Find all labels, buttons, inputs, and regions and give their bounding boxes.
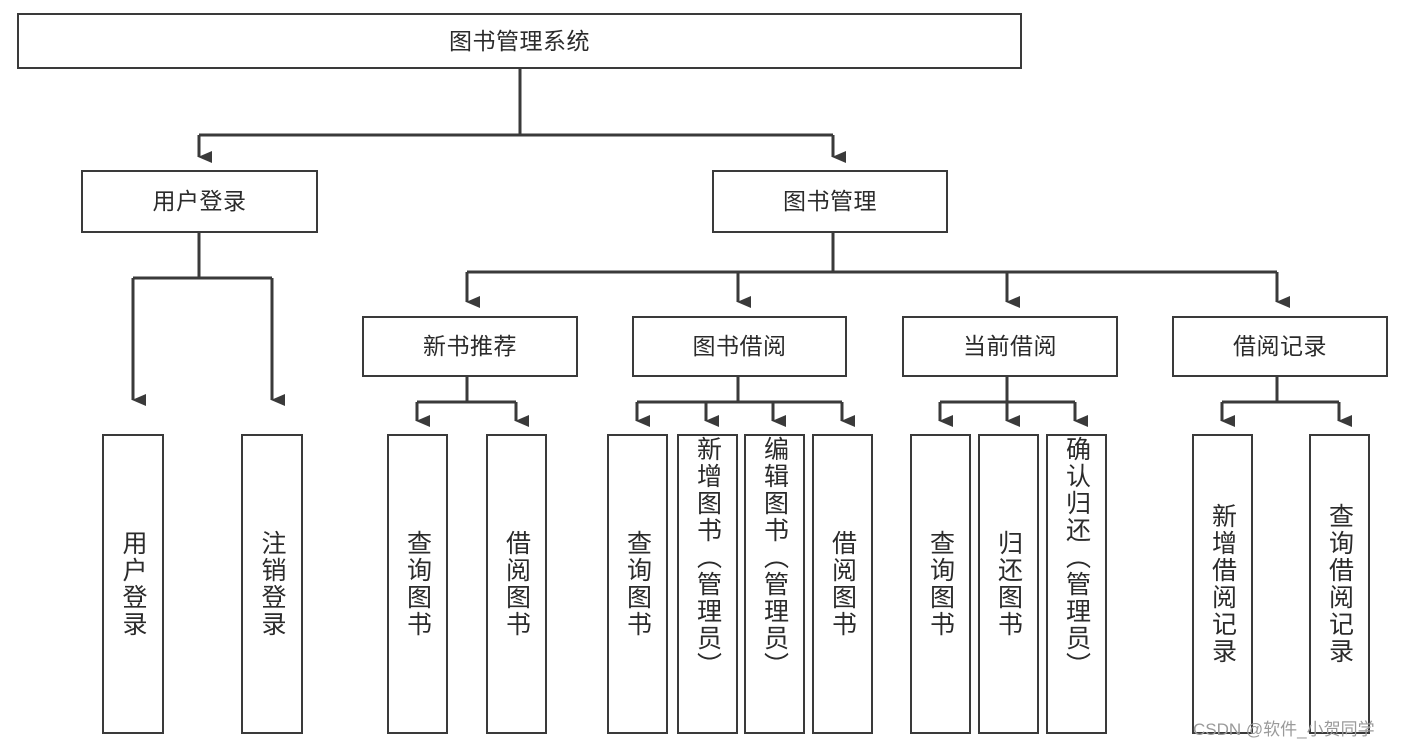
node-leaf-query-book-1[interactable]: 查询图书 <box>387 434 448 734</box>
node-leaf-query-borrow-record[interactable]: 查询借阅记录 <box>1309 434 1370 734</box>
node-leaf-query-book-3[interactable]: 查询图书 <box>910 434 971 734</box>
node-leaf-edit-book-admin-label: 编辑图书（管理员） <box>760 436 789 679</box>
node-leaf-borrow-book-2[interactable]: 借阅图书 <box>812 434 873 734</box>
csdn-watermark: CSDN @软件_小贺同学 <box>1193 720 1375 739</box>
node-leaf-return-book[interactable]: 归还图书 <box>978 434 1039 734</box>
node-root[interactable]: 图书管理系统 <box>17 13 1022 69</box>
node-new-book-recommend-label: 新书推荐 <box>423 333 517 360</box>
node-leaf-query-book-2[interactable]: 查询图书 <box>607 434 668 734</box>
node-user-login-label: 用户登录 <box>152 188 247 215</box>
node-leaf-confirm-return-admin-label: 确认归还（管理员） <box>1062 436 1091 679</box>
node-leaf-user-login-label: 用户登录 <box>119 530 147 638</box>
node-leaf-borrow-book-1-label: 借阅图书 <box>502 530 531 638</box>
node-leaf-add-borrow-record-label: 新增借阅记录 <box>1208 503 1237 665</box>
node-root-label: 图书管理系统 <box>449 27 590 54</box>
node-leaf-query-book-2-label: 查询图书 <box>623 530 652 638</box>
node-leaf-borrow-book-1[interactable]: 借阅图书 <box>486 434 547 734</box>
node-book-borrow[interactable]: 图书借阅 <box>632 316 847 377</box>
node-leaf-return-book-label: 归还图书 <box>994 530 1023 638</box>
node-leaf-user-login[interactable]: 用户登录 <box>102 434 164 734</box>
node-book-borrow-label: 图书借阅 <box>692 333 787 360</box>
node-leaf-query-borrow-record-label: 查询借阅记录 <box>1325 503 1354 665</box>
node-new-book-recommend[interactable]: 新书推荐 <box>362 316 578 377</box>
node-leaf-query-book-3-label: 查询图书 <box>926 530 955 638</box>
node-user-login[interactable]: 用户登录 <box>81 170 318 233</box>
node-leaf-logout-login-label: 注销登录 <box>258 530 286 638</box>
node-current-borrow[interactable]: 当前借阅 <box>902 316 1118 377</box>
node-leaf-edit-book-admin[interactable]: 编辑图书（管理员） <box>744 434 805 734</box>
node-leaf-confirm-return-admin[interactable]: 确认归还（管理员） <box>1046 434 1107 734</box>
node-leaf-add-book-admin[interactable]: 新增图书（管理员） <box>677 434 738 734</box>
node-leaf-add-borrow-record[interactable]: 新增借阅记录 <box>1192 434 1253 734</box>
node-leaf-borrow-book-2-label: 借阅图书 <box>828 530 857 638</box>
node-book-management-label: 图书管理 <box>783 188 877 215</box>
node-current-borrow-label: 当前借阅 <box>963 333 1057 360</box>
node-book-management[interactable]: 图书管理 <box>712 170 948 233</box>
node-leaf-logout-login[interactable]: 注销登录 <box>241 434 303 734</box>
node-leaf-add-book-admin-label: 新增图书（管理员） <box>693 436 722 679</box>
node-leaf-query-book-1-label: 查询图书 <box>403 530 432 638</box>
node-borrow-record[interactable]: 借阅记录 <box>1172 316 1388 377</box>
node-borrow-record-label: 借阅记录 <box>1233 333 1327 360</box>
